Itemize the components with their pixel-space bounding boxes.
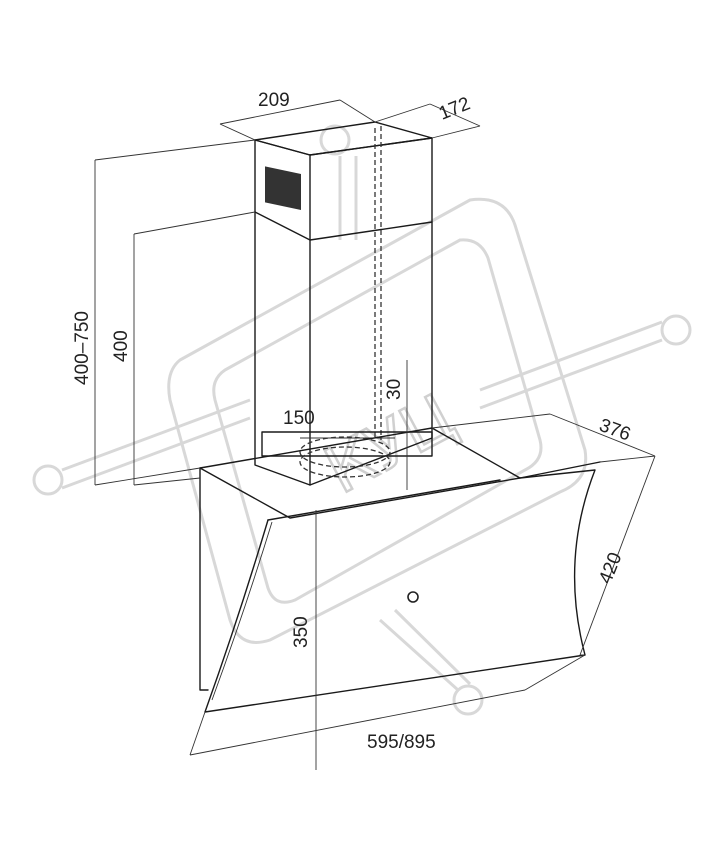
hood-body [199, 427, 601, 713]
dim-chimney-height: 400 [111, 330, 132, 362]
dim-hood-depth: 376 [596, 415, 633, 446]
dimension-lines [94, 99, 656, 770]
dim-duct-offset: 30 [384, 379, 405, 400]
dim-hood-width: 595/895 [367, 732, 436, 753]
control-button-icon [407, 591, 419, 603]
vent-grille-icon [265, 166, 301, 210]
chimney [254, 121, 433, 486]
dim-front-height: 350 [291, 616, 312, 648]
watermark-logo: КУЦ [32, 124, 692, 716]
dim-chimney-depth: 172 [436, 93, 473, 124]
dim-duct-diameter: 150 [283, 408, 315, 429]
duct-outlet [261, 431, 433, 478]
dim-panel-height: 420 [595, 550, 626, 587]
dim-chimney-width: 209 [258, 90, 290, 111]
dim-total-height: 400–750 [72, 311, 93, 385]
dimension-labels: 209 172 400–750 400 150 30 376 420 350 5… [72, 90, 633, 753]
